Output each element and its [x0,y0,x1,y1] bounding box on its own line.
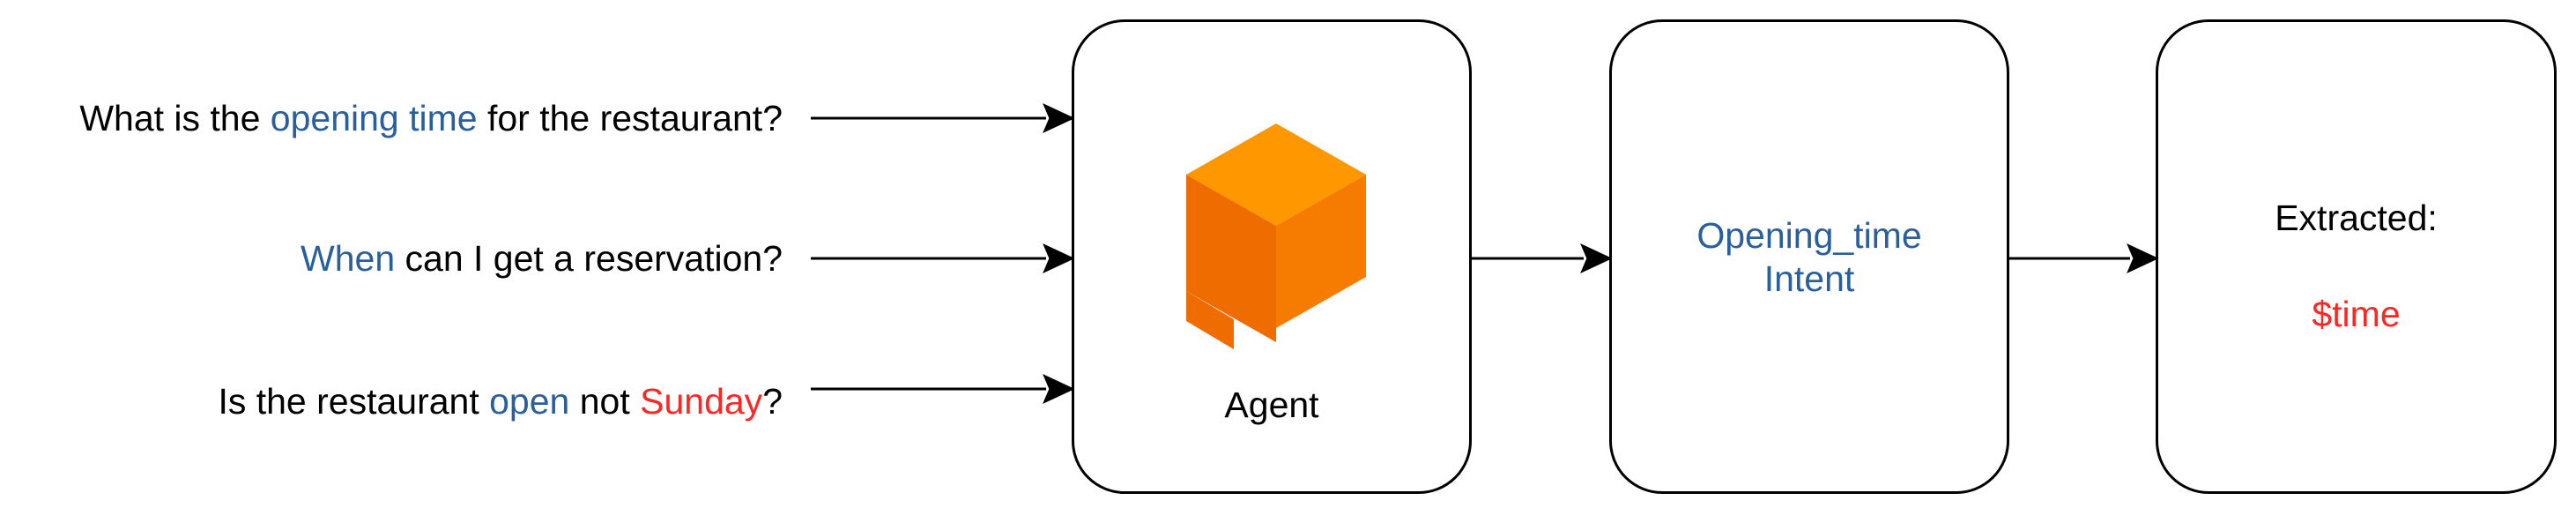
extracted-box: Extracted: $time [2156,19,2557,494]
arrowhead-icon [1043,243,1075,274]
extracted-variable: $time [2312,294,2401,334]
intent-box: Opening_time Intent [1609,19,2009,494]
query-text: Is the restaurant [218,381,490,422]
query-text: ? [762,381,783,422]
extracted-label: Extracted: [2275,198,2438,238]
agent-label: Agent [1224,385,1319,425]
query-opening-time: What is the opening time for the restaur… [79,101,783,137]
intent-name: Opening_time [1696,215,1922,256]
arrowhead-icon [1580,243,1613,274]
arrowhead-icon [2127,243,2159,274]
arrowhead-icon [1043,373,1075,405]
query-text: can I get a reservation? [395,238,783,279]
entity-open: open [489,381,570,422]
entity-when: When [301,238,396,279]
arrowhead-icon [1043,102,1075,134]
entity-opening-time: opening time [270,98,478,138]
intent-label: Opening_time Intent [1612,214,2007,301]
query-text: for the restaurant? [477,98,783,138]
intent-type: Intent [1763,258,1855,300]
query-reservation: When can I get a reservation? [301,241,783,277]
entity-sunday: Sunday [640,381,763,422]
dialogflow-logo-icon [1186,123,1366,349]
query-text: What is the [79,98,271,138]
query-text: not [569,381,641,422]
query-open-sunday: Is the restaurant open not Sunday? [218,384,783,420]
